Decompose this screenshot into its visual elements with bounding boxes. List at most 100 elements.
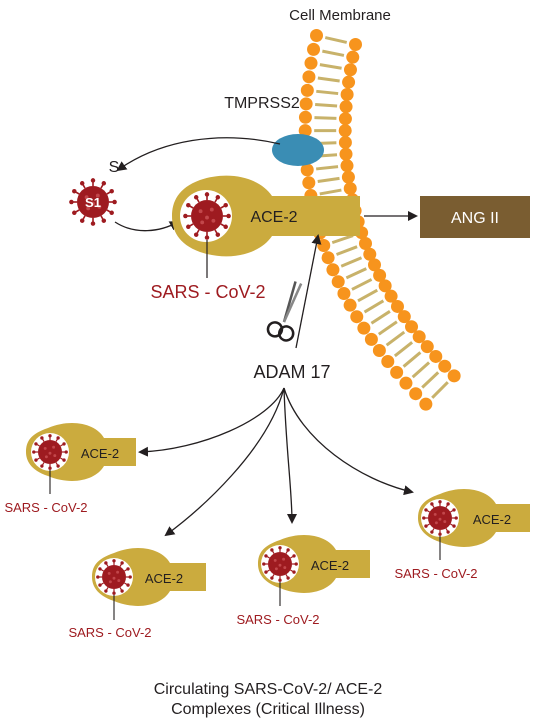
virus-texture — [107, 571, 111, 575]
virus-spike-tip — [109, 188, 114, 194]
virus-spike-tip — [104, 589, 108, 593]
complex-1-sars-label: SARS - CoV-2 — [4, 500, 87, 515]
lipid-head — [343, 181, 357, 195]
lipid-head — [384, 289, 398, 303]
lipid-tail — [402, 351, 422, 368]
virus-spike-tip — [424, 508, 428, 512]
lipid-head — [420, 340, 434, 354]
virus-spike-tip — [120, 589, 124, 593]
scissors-icon — [266, 281, 303, 342]
lipid-tail — [315, 103, 338, 108]
virus-texture — [43, 446, 47, 450]
virus-texture — [434, 521, 438, 525]
virus-texture — [282, 557, 286, 561]
lipid-head — [331, 275, 345, 289]
tmprss2-enzyme — [272, 134, 324, 166]
lipid-head — [378, 279, 392, 293]
virus-spike-tip — [215, 232, 221, 237]
lipid-head — [405, 320, 419, 334]
virus-spike-tip — [183, 213, 188, 219]
virus-spike-tip — [193, 195, 199, 200]
virus-spike-tip — [422, 516, 426, 520]
lipid-head — [298, 110, 312, 124]
lipid-tail — [319, 188, 342, 196]
sars-cov-2-virus-complex-4 — [422, 500, 458, 536]
s-label: S — [109, 159, 120, 176]
lipid-head — [326, 263, 340, 277]
lipid-tail — [421, 371, 440, 389]
complex-4-sars-label: SARS - CoV-2 — [394, 566, 477, 581]
virus-spike-tip — [126, 567, 130, 571]
adam17-label: ADAM 17 — [253, 362, 330, 382]
virus-texture — [112, 576, 116, 580]
lipid-tail — [317, 176, 340, 183]
lipid-tail — [431, 381, 449, 399]
lipid-tail — [357, 288, 378, 303]
virus-spike-tip — [96, 575, 100, 579]
virus-texture — [443, 520, 447, 524]
arrow-s1-to-receptor — [114, 221, 180, 232]
lipid-head — [341, 170, 355, 184]
lipid-head — [363, 247, 377, 261]
s1-label: S1 — [85, 195, 101, 210]
virus-texture — [283, 566, 287, 570]
lipid-head — [364, 332, 378, 346]
lipid-tail — [363, 299, 385, 314]
lipid-head — [302, 70, 316, 84]
virus-spike-tip — [204, 235, 210, 240]
lipid-head — [367, 258, 381, 272]
virus-spike-tip — [446, 502, 450, 506]
lipid-head — [339, 147, 353, 161]
virus-texture — [205, 215, 209, 220]
virus-spike-tip — [90, 221, 96, 226]
virus-spike-tip — [424, 524, 428, 528]
virus-spike-tip — [223, 224, 228, 230]
virus-spike-tip — [215, 195, 221, 200]
virus-spike-tip — [34, 458, 38, 462]
virus-spike-tip — [34, 442, 38, 446]
complex-4-ace2-label: ACE-2 — [473, 512, 511, 527]
virus-spike-tip — [264, 570, 268, 574]
lipid-head — [409, 387, 423, 401]
lipid-head — [340, 87, 354, 101]
virus-spike-tip — [278, 578, 282, 582]
virus-spike-tip — [90, 178, 96, 183]
virus-spike-tip — [79, 218, 85, 223]
virus-spike-tip — [452, 524, 456, 528]
lipid-head — [350, 310, 364, 324]
virus-texture — [86, 206, 91, 211]
virus-spike-tip — [112, 591, 116, 595]
virus-spike-tip — [56, 464, 60, 468]
lipid-head — [310, 29, 324, 43]
complex-3-ace2-label: ACE-2 — [311, 558, 349, 573]
virus-spike-tip — [120, 561, 124, 565]
virus-spike-tip — [128, 575, 132, 579]
lipid-head — [359, 237, 373, 251]
sars-main-label: SARS - CoV-2 — [150, 282, 265, 302]
virus-spike-tip — [40, 464, 44, 468]
lipid-head — [343, 298, 357, 312]
virus-texture — [84, 195, 89, 200]
lipid-head — [429, 349, 443, 363]
virus-texture — [52, 445, 56, 449]
lipid-head — [348, 37, 362, 51]
lipid-tail — [385, 330, 406, 347]
virus-texture — [209, 207, 214, 212]
lipid-tail — [319, 63, 342, 70]
virus-texture — [116, 570, 120, 574]
lipid-head — [343, 63, 357, 77]
virus-spike-tip — [264, 554, 268, 558]
virus-spike-tip — [292, 570, 296, 574]
virus-texture — [274, 567, 278, 571]
virus-spike-tip — [204, 192, 210, 197]
virus-spike-tip — [62, 442, 66, 446]
sars-cov-2-virus-complex-3 — [262, 546, 298, 582]
virus-texture — [48, 451, 52, 455]
virus-texture — [97, 204, 102, 209]
virus-texture — [53, 454, 57, 458]
lipid-tail — [317, 76, 340, 83]
virus-spike-tip — [278, 546, 282, 550]
virus-spike-tip — [112, 559, 116, 563]
lipid-head — [438, 359, 452, 373]
arrow-adam17-to-membrane — [295, 234, 322, 349]
